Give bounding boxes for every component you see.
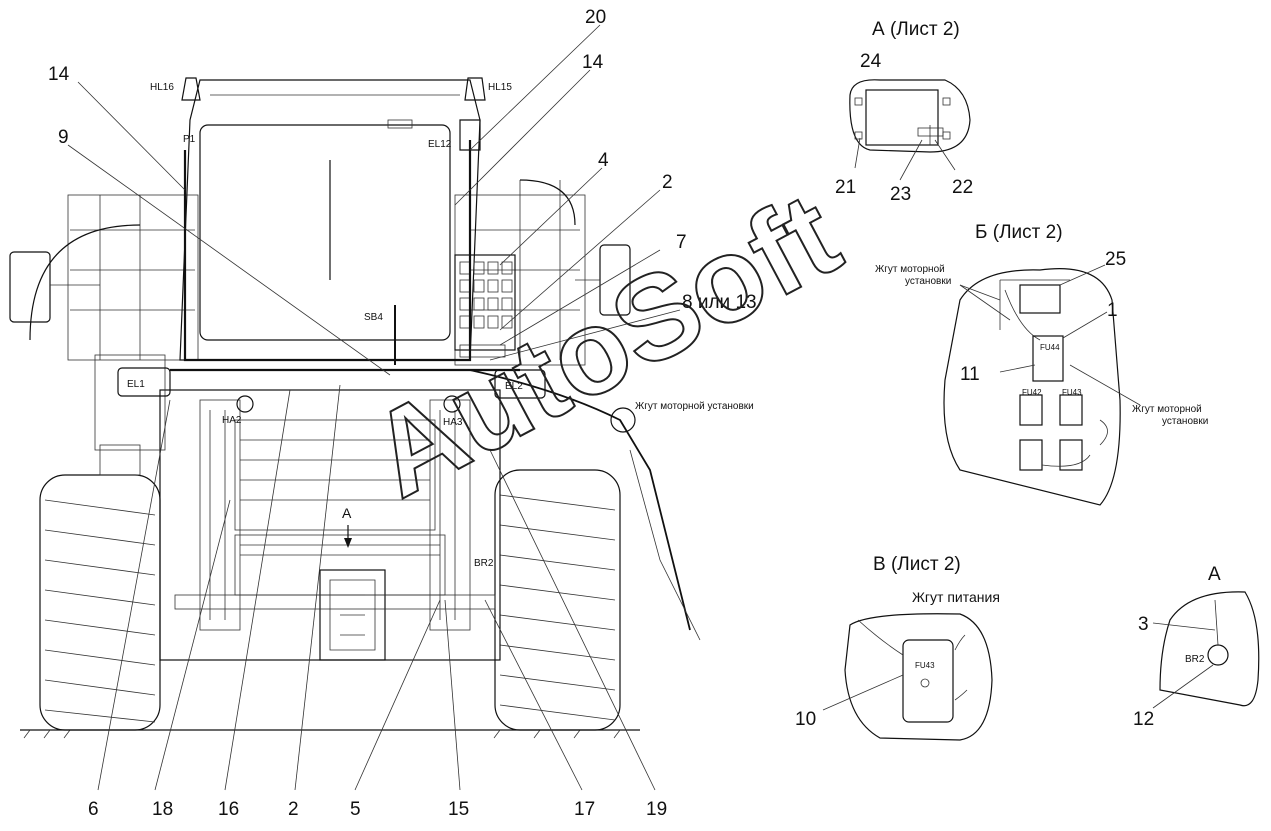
callout-19: 19: [646, 799, 667, 820]
harness-b-1-line1: Жгут моторной: [875, 264, 945, 275]
view-a-title: А (Лист 2): [872, 19, 960, 40]
label-p1: P1: [183, 134, 196, 145]
callout-14-right: 14: [582, 52, 604, 73]
callout-2-bottom: 2: [288, 799, 299, 820]
harness-power: Жгут питания: [912, 589, 1000, 605]
combine-rear-view: EL1 EL2 HL16 HL15 P1 EL12 SB4 HA2 HA3 А …: [9, 7, 757, 820]
callout-6: 6: [88, 799, 99, 820]
cab: [179, 79, 481, 361]
harness-b-1-line2: установки: [905, 276, 951, 287]
callout-17: 17: [574, 799, 595, 820]
fuse-box: [454, 254, 516, 358]
label-fu43-b: FU43: [1062, 388, 1082, 397]
side-platforms: [9, 179, 631, 366]
label-arrow-a: А: [342, 505, 352, 521]
harness-b-2-line2: установки: [1162, 416, 1208, 427]
view-b-title: Б (Лист 2): [975, 222, 1063, 243]
horn-ha2: [236, 395, 254, 413]
harness-b-2-line1: Жгут моторной: [1132, 404, 1202, 415]
label-fu43-v: FU43: [915, 661, 935, 670]
callout-21: 21: [835, 177, 856, 198]
callout-1: 1: [1107, 300, 1118, 321]
callout-9: 9: [58, 127, 69, 148]
lamp-el2: EL2: [494, 369, 546, 399]
right-wheel: [494, 469, 621, 731]
label-fu44: FU44: [1040, 343, 1060, 352]
callout-5: 5: [350, 799, 361, 820]
callout-22: 22: [952, 177, 973, 198]
leader-lines: [67, 24, 681, 791]
engine-connector: [610, 407, 636, 433]
label-ha3: HA3: [443, 417, 463, 428]
view-v-title: В (Лист 2): [873, 554, 961, 575]
horn-ha3: [443, 395, 461, 413]
view-v-sheet2: В (Лист 2) Жгут питания FU43 10: [795, 554, 1000, 741]
label-sb4: SB4: [364, 312, 383, 323]
callout-18: 18: [152, 799, 173, 820]
callout-10: 10: [795, 709, 816, 730]
roof-lights: [181, 77, 486, 151]
label-ha2: HA2: [222, 415, 242, 426]
chassis: [94, 354, 501, 661]
left-wheel: [39, 474, 161, 731]
callout-3: 3: [1138, 614, 1149, 635]
callout-25: 25: [1105, 249, 1126, 270]
label-hl16: HL16: [150, 82, 174, 93]
callout-20: 20: [585, 7, 606, 28]
view-a2-title: А: [1208, 564, 1221, 585]
label-fu42: FU42: [1022, 388, 1042, 397]
callout-12: 12: [1133, 709, 1154, 730]
callout-8-or-13: 8 или 13: [682, 292, 757, 313]
view-a-detail: А BR2 3 12: [1133, 564, 1260, 730]
label-el1: EL1: [127, 379, 145, 390]
view-a-sheet2: А (Лист 2) 24 21 23 22: [835, 19, 973, 205]
callout-14-left: 14: [48, 64, 70, 85]
callout-24: 24: [860, 51, 882, 72]
watermark: AutoSoft: [349, 167, 859, 523]
label-el12: EL12: [428, 139, 452, 150]
callout-15: 15: [448, 799, 469, 820]
callout-4: 4: [598, 150, 609, 171]
view-b-sheet2: Б (Лист 2) FU44 FU42 FU43 Жгут моторной …: [875, 222, 1208, 506]
callout-23: 23: [890, 184, 911, 205]
callout-2-top: 2: [662, 172, 673, 193]
label-br2-detail: BR2: [1185, 654, 1205, 665]
label-hl15: HL15: [488, 82, 512, 93]
callout-11: 11: [960, 364, 980, 385]
label-br2-main: BR2: [474, 558, 494, 569]
callout-7: 7: [676, 232, 687, 253]
label-el2: EL2: [505, 381, 523, 392]
lamp-el1: EL1: [117, 367, 171, 397]
label-harness-engine: Жгут моторной установки: [635, 401, 754, 412]
callout-16: 16: [218, 799, 239, 820]
